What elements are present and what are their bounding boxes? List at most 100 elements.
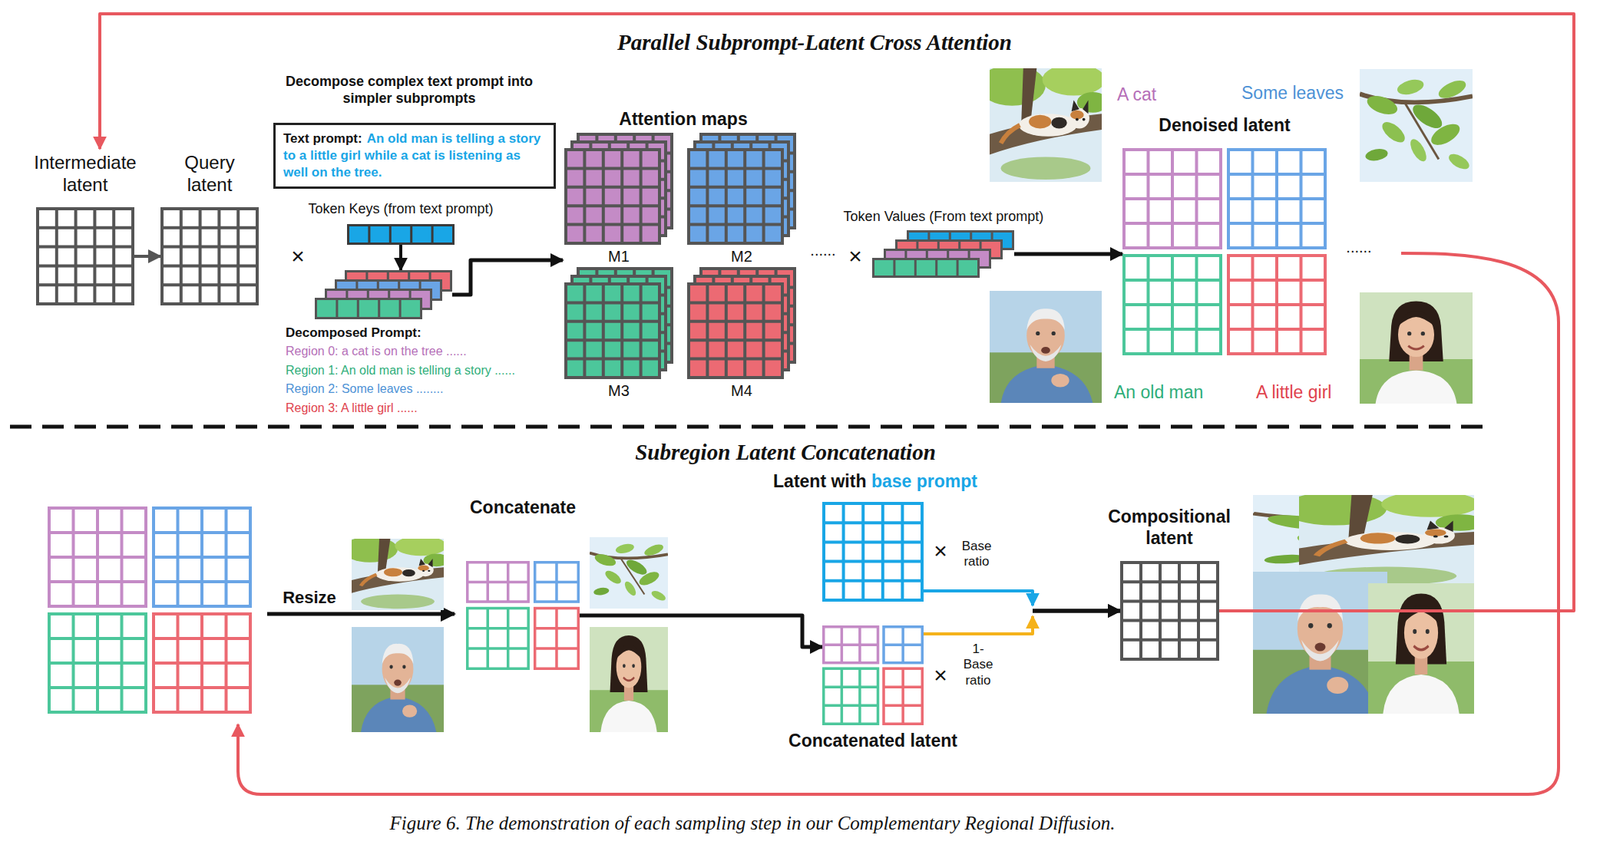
value-stack-shape <box>872 230 1015 278</box>
grid-line <box>861 503 865 601</box>
grid-line <box>883 643 923 647</box>
grid-line <box>1228 172 1326 176</box>
grid-frame <box>153 614 251 713</box>
grid-line <box>914 259 917 278</box>
connector-line <box>452 260 563 295</box>
grid-line <box>535 581 579 585</box>
grid-line <box>582 284 586 378</box>
grid-line <box>49 661 146 665</box>
region-name: A cat <box>1117 84 1157 106</box>
grid-line <box>37 264 133 268</box>
grid-frame <box>316 299 422 319</box>
node-label-part: base prompt <box>871 471 978 492</box>
base-latent-shape <box>822 502 924 602</box>
concatenated-latent: Concatenated latent <box>785 625 962 757</box>
grid-line <box>1139 562 1143 660</box>
connector <box>134 256 161 258</box>
grid-line <box>153 637 251 641</box>
grid-frame <box>153 508 251 607</box>
grid-line <box>883 685 923 689</box>
grid-line <box>153 661 251 665</box>
node-label-part: Latent with <box>773 471 867 492</box>
grid-line <box>1123 303 1221 307</box>
attention-map-shape <box>564 132 674 245</box>
grid-frame <box>883 668 923 724</box>
grid-frame <box>348 225 454 245</box>
ratio-label: 1- Base ratio <box>958 641 999 689</box>
grid-frame <box>535 562 579 602</box>
attention-map: M2 <box>687 132 797 266</box>
grid-line <box>1123 221 1221 225</box>
connector <box>579 615 823 648</box>
node-label: M1 <box>608 247 630 266</box>
grid-line <box>49 531 146 535</box>
grid-line <box>357 299 360 319</box>
grid-frame <box>823 627 879 664</box>
grid-line <box>112 208 116 305</box>
connector-line <box>99 13 1574 612</box>
grid-line <box>1158 562 1162 660</box>
grid-frame <box>467 608 529 670</box>
grid-line <box>639 149 643 244</box>
grid-line <box>823 521 923 525</box>
node-label: Attention maps <box>618 109 748 131</box>
grid-frame <box>1123 255 1221 354</box>
grid-line <box>399 299 402 319</box>
connector <box>99 13 1574 612</box>
illustration-part <box>1368 583 1475 715</box>
grid-line <box>935 259 938 278</box>
latent-grid: Query latent <box>160 150 259 308</box>
connector-line <box>923 591 1033 606</box>
node-label: Concatenated latent <box>788 730 958 753</box>
grid-line <box>535 647 579 651</box>
grid-frame <box>49 614 146 713</box>
grid-line <box>840 668 844 724</box>
grid-frame <box>1228 149 1326 248</box>
grid-line <box>823 579 923 583</box>
operator-symbol: × <box>933 537 948 566</box>
grid-line <box>688 185 783 189</box>
attention-group: Attention mapsM1M2M3M4 <box>564 107 803 400</box>
grid-line <box>389 225 392 245</box>
grid-line <box>37 283 133 287</box>
token-key-bar-shape <box>347 224 455 245</box>
grid-line <box>161 283 258 287</box>
node-label: Concatenate <box>469 497 576 520</box>
ellipsis: ...... <box>809 241 836 260</box>
grid-line <box>37 245 133 249</box>
base-latent: Latent withbase prompt <box>760 471 991 604</box>
grid-line <box>956 259 959 278</box>
grid-line <box>743 284 747 378</box>
grid-line <box>743 149 747 244</box>
connector-line <box>579 615 823 648</box>
grid-frame <box>823 668 879 724</box>
grid-line <box>37 226 133 230</box>
grid-line <box>1196 562 1200 660</box>
grid-line <box>688 223 783 227</box>
attention-map-shape <box>564 267 674 380</box>
grid-line <box>582 149 586 244</box>
latent-grid-shape <box>160 207 259 306</box>
grid-line <box>1121 638 1218 642</box>
node-label: Decomposed Prompt: <box>285 325 422 341</box>
grid-line <box>198 208 202 305</box>
grid-line <box>153 531 251 535</box>
grid-line <box>762 149 766 244</box>
ratio-label: Base ratio <box>956 538 997 571</box>
region-prompt: Region 2: Some leaves ........ <box>285 381 443 397</box>
region-name: Some leaves <box>1241 82 1344 105</box>
grid-line <box>1121 599 1218 603</box>
node-label: Latent withbase prompt <box>773 471 978 493</box>
grid-line <box>901 668 905 724</box>
attention-map-shape <box>687 267 797 380</box>
grid-line <box>1228 197 1326 201</box>
prompt-box: Text prompt:An old man is telling a stor… <box>273 122 556 189</box>
key-stack-shape <box>314 270 453 320</box>
note: Decompose complex text prompt into simpl… <box>282 73 536 107</box>
grid-line <box>367 225 371 245</box>
step-label: Resize <box>282 588 337 609</box>
old-man-image <box>989 290 1102 404</box>
grid-frame <box>1123 149 1221 248</box>
grid-line <box>688 204 783 208</box>
node-label: M2 <box>730 247 753 266</box>
